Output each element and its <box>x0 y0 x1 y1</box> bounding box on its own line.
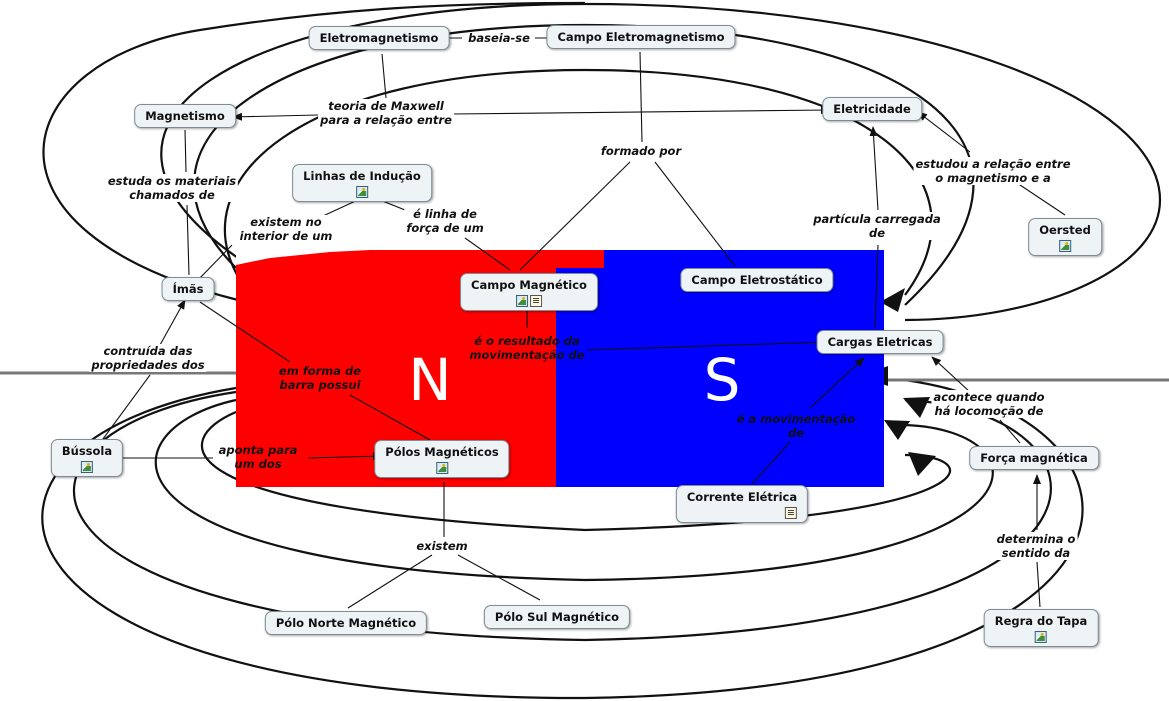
document-icon[interactable] <box>785 507 798 519</box>
node-linhas-inducao[interactable]: Linhas de Indução <box>292 164 432 202</box>
link-acontece-up <box>999 419 1021 444</box>
link-construida-up <box>99 374 151 444</box>
node-label: Oersted <box>1039 223 1091 237</box>
node-imas[interactable]: Ímãs <box>161 277 215 301</box>
image-icon[interactable] <box>81 461 93 473</box>
link-label-resultado-movimentacao: é o resultado da movimentação de <box>469 334 585 362</box>
link-particula-up <box>869 126 879 211</box>
link-existem-norte <box>347 554 433 609</box>
image-icon[interactable] <box>1034 631 1047 643</box>
image-icon[interactable] <box>1059 240 1071 252</box>
magnet-north-edge <box>236 250 370 265</box>
node-corrente-eletrica[interactable]: Corrente Elétrica <box>675 485 809 523</box>
magnet-north-letter: N <box>408 346 451 414</box>
field-arrow-5 <box>908 452 936 476</box>
field-line-3 <box>160 2 1162 322</box>
node-label: Bússola <box>61 444 113 458</box>
field-line-5 <box>200 410 951 532</box>
link-label-movimentacao-de: é a movimentação de <box>736 412 856 440</box>
node-label: Campo Eletrostático <box>691 273 823 287</box>
link-construida-imas <box>159 299 186 346</box>
node-bussola[interactable]: Bússola <box>50 439 124 477</box>
link-barra-down <box>349 394 431 441</box>
image-icon[interactable] <box>516 295 528 307</box>
node-label: Cargas Eletricas <box>827 335 933 349</box>
node-eletricidade[interactable]: Eletricidade <box>822 97 922 121</box>
node-regra-tapa[interactable]: Regra do Tapa <box>983 609 1099 647</box>
link-label-estudou-relacao: estudou a relação entre o magnetismo e a <box>913 157 1073 185</box>
node-oersted[interactable]: Oersted <box>1028 218 1102 256</box>
link-label-acontece-locomocao: acontece quando há locomoção de <box>931 390 1047 418</box>
link-label-existem: existem <box>414 539 470 553</box>
node-polo-sul[interactable]: Pólo Sul Magnético <box>483 605 631 629</box>
link-label-linha-forca: é linha de força de um <box>404 207 486 235</box>
link-label-existem-interior: existem no interior de um <box>237 215 335 243</box>
link-label-teoria-maxwell: teoria de Maxwell para a relação entre <box>318 99 454 127</box>
node-forca-magnetica[interactable]: Força magnética <box>969 446 1099 470</box>
image-icon[interactable] <box>356 186 368 198</box>
link-label-estuda-materiais: estuda os materiais chamados de <box>105 174 239 202</box>
field-arrow-3 <box>903 397 930 418</box>
node-polo-norte[interactable]: Pólo Norte Magnético <box>264 611 428 635</box>
node-campo-magnetico[interactable]: Campo Magnético <box>460 273 598 311</box>
link-label-determina-sentido: determina o sentido da <box>994 532 1078 560</box>
link-determina-up <box>1036 561 1041 608</box>
image-icon[interactable] <box>435 462 448 474</box>
link-existem-interior-down <box>197 244 233 281</box>
link-label-baseia-se: baseia-se <box>468 31 530 45</box>
link-formado-magnetico <box>519 161 631 271</box>
node-label: Eletricidade <box>833 102 911 116</box>
node-campo-eletromagnetismo[interactable]: Campo Eletromagnetismo <box>546 25 736 49</box>
node-label: Pólo Norte Magnético <box>275 616 417 630</box>
link-estudou-eletricidade <box>917 111 971 153</box>
node-label: Campo Magnético <box>471 278 587 292</box>
link-particula-down <box>874 244 879 329</box>
link-formado-up <box>639 51 643 143</box>
link-movimentacao-cargas <box>809 357 865 409</box>
link-aponta-right <box>307 452 383 461</box>
node-polos-magneticos[interactable]: Pólos Magnéticos <box>374 440 510 478</box>
node-campo-eletrostatico[interactable]: Campo Eletrostático <box>680 268 834 292</box>
field-arrow-4 <box>884 420 910 440</box>
link-maxwell-magnetismo <box>232 112 319 121</box>
document-icon[interactable] <box>530 295 542 307</box>
field-line-4 <box>42 1 586 302</box>
link-label-formado-por: formado por <box>598 144 684 158</box>
node-label: Força magnética <box>980 451 1088 465</box>
node-label: Magnetismo <box>145 109 225 123</box>
link-barra-up <box>199 301 291 363</box>
node-label: Regra do Tapa <box>994 614 1088 628</box>
node-magnetismo[interactable]: Magnetismo <box>134 104 236 128</box>
link-linha-forca-down <box>464 237 511 271</box>
magnet-top-patch <box>556 250 604 268</box>
link-acontece-cargas <box>931 356 971 393</box>
link-existem-sul <box>457 554 541 601</box>
node-label: Corrente Elétrica <box>686 490 798 504</box>
link-label-barra-possui: em forma de barra possui <box>278 364 362 392</box>
link-label-particula-carregada: partícula carregada de <box>811 212 943 240</box>
link-maxwell-up <box>381 53 387 99</box>
link-formado-eletrostatico <box>654 161 736 267</box>
field-line-1 <box>223 68 933 296</box>
node-label: Ímãs <box>172 282 204 296</box>
node-label: Campo Eletromagnetismo <box>557 30 725 44</box>
field-line-8 <box>41 378 1084 700</box>
magnet-south-letter: S <box>704 346 741 414</box>
field-arrow-1 <box>880 288 905 312</box>
node-label: Pólos Magnéticos <box>385 445 499 459</box>
link-movimentacao-up <box>751 441 791 485</box>
link-estuda-down <box>186 204 190 276</box>
node-label: Linhas de Indução <box>303 169 421 183</box>
node-label: Eletromagnetismo <box>319 31 439 45</box>
link-estuda-up <box>184 129 187 173</box>
node-label: Pólo Sul Magnético <box>494 610 620 624</box>
node-cargas-eletricas[interactable]: Cargas Eletricas <box>816 330 944 354</box>
link-label-aponta-para: aponta para um dos <box>218 443 298 471</box>
link-label-construida-propriedades: contruída das propriedades dos <box>89 344 207 372</box>
node-eletromagnetismo[interactable]: Eletromagnetismo <box>308 26 450 50</box>
link-resultado-cargas <box>586 338 827 351</box>
